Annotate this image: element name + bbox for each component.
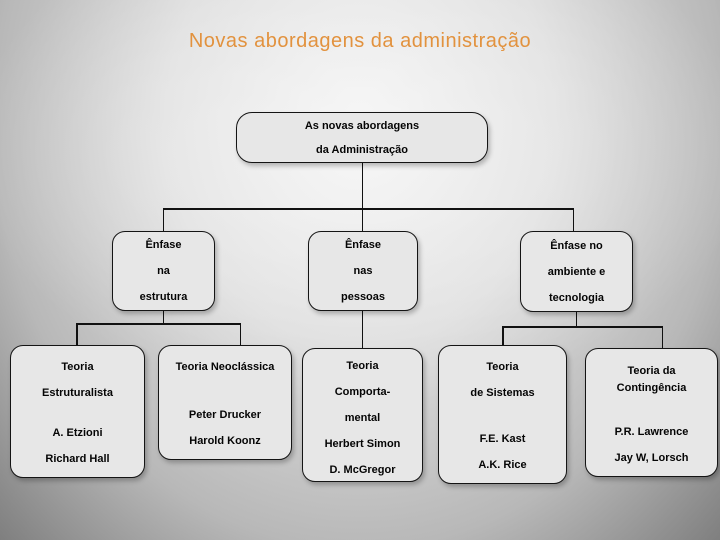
node-line: na bbox=[157, 265, 170, 277]
connector-drop-pessoas bbox=[361, 208, 363, 232]
node-line: Teoria da bbox=[627, 365, 676, 377]
connector-root-bar bbox=[162, 208, 574, 210]
connector-root-stem bbox=[361, 163, 363, 209]
node-enfase-pessoas: Ênfase nas pessoas bbox=[308, 231, 418, 311]
author-name: Richard Hall bbox=[45, 453, 110, 465]
slide-title: Novas abordagens da administração bbox=[188, 30, 532, 52]
node-line: pessoas bbox=[340, 291, 386, 303]
node-authors: Peter Drucker Harold Koonz bbox=[189, 402, 261, 454]
node-line: Teoria bbox=[346, 360, 379, 372]
author-name: D. McGregor bbox=[329, 464, 396, 476]
node-authors: Herbert Simon D. McGregor bbox=[325, 431, 401, 483]
node-enfase-estrutura: Ênfase na estrutura bbox=[112, 231, 215, 311]
node-teoria-sistemas: Teoria de Sistemas F.E. Kast A.K. Rice bbox=[438, 345, 567, 484]
connector-ambiente-stem bbox=[575, 312, 577, 327]
node-line: de Sistemas bbox=[470, 387, 535, 399]
connector-ambiente-bar bbox=[502, 326, 663, 328]
connector-drop-comportamental bbox=[361, 311, 363, 349]
node-line: Contingência bbox=[616, 382, 687, 394]
node-line: Estruturalista bbox=[42, 387, 113, 399]
author-name: A.K. Rice bbox=[478, 459, 527, 471]
node-teoria-estruturalista: Teoria Estruturalista A. Etzioni Richard… bbox=[10, 345, 145, 478]
connector-estrutura-stem bbox=[162, 311, 164, 324]
connector-drop-ambiente bbox=[572, 208, 574, 232]
node-line: Teoria bbox=[61, 361, 94, 373]
connector-drop-contingencia bbox=[661, 326, 663, 349]
node-line: mental bbox=[344, 412, 381, 424]
author-name: F.E. Kast bbox=[479, 433, 526, 445]
node-line: estrutura bbox=[139, 291, 188, 303]
node-line: Ênfase bbox=[344, 239, 382, 251]
node-authors: P.R. Lawrence Jay W, Lorsch bbox=[615, 419, 689, 471]
node-root-abordagens: As novas abordagens da Administração bbox=[236, 112, 488, 163]
node-line: tecnologia bbox=[548, 291, 604, 304]
author-name: Peter Drucker bbox=[188, 409, 262, 421]
author-name: Herbert Simon bbox=[324, 438, 401, 450]
node-root-line: da Administração bbox=[316, 143, 408, 156]
node-line: Teoria Neoclássica bbox=[175, 361, 275, 373]
node-teoria-neoclassica: Teoria Neoclássica Peter Drucker Harold … bbox=[158, 345, 292, 460]
node-authors: F.E. Kast A.K. Rice bbox=[478, 426, 526, 478]
connector-drop-estruturalista bbox=[76, 323, 78, 346]
node-title: Teoria Comporta- mental bbox=[335, 353, 391, 431]
node-line: Ênfase no bbox=[550, 239, 603, 252]
author-name: A. Etzioni bbox=[52, 427, 103, 439]
connector-drop-sistemas bbox=[502, 326, 504, 346]
connector-drop-estrutura bbox=[162, 208, 164, 232]
author-name: P.R. Lawrence bbox=[614, 426, 689, 438]
node-title: Teoria Neoclássica bbox=[176, 354, 275, 380]
node-title: Teoria Estruturalista bbox=[42, 354, 113, 406]
author-name: Harold Koonz bbox=[189, 435, 261, 447]
node-teoria-comportamental: Teoria Comporta- mental Herbert Simon D.… bbox=[302, 348, 423, 482]
node-line: Ênfase bbox=[145, 239, 182, 251]
node-enfase-ambiente: Ênfase no ambiente e tecnologia bbox=[520, 231, 633, 312]
node-title: Teoria da Contingência bbox=[617, 357, 687, 397]
node-line: Comporta- bbox=[334, 386, 391, 398]
node-line: ambiente e bbox=[547, 265, 606, 278]
node-title: Teoria de Sistemas bbox=[470, 354, 534, 406]
connector-drop-neoclassica bbox=[239, 323, 241, 346]
node-root-line: As novas abordagens bbox=[304, 119, 420, 132]
author-name: Jay W, Lorsch bbox=[614, 452, 689, 464]
node-line: nas bbox=[353, 265, 373, 277]
node-line: Teoria bbox=[486, 361, 519, 373]
node-teoria-contingencia: Teoria da Contingência P.R. Lawrence Jay… bbox=[585, 348, 718, 477]
node-authors: A. Etzioni Richard Hall bbox=[45, 420, 109, 472]
connector-estrutura-bar bbox=[76, 323, 241, 325]
